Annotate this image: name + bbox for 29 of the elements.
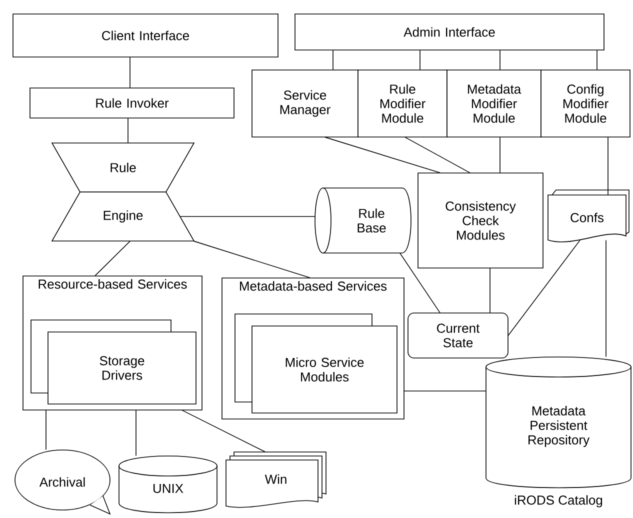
node-label: iRODS Catalog xyxy=(514,495,602,508)
connector-line xyxy=(400,252,440,314)
connector-line xyxy=(180,216,316,217)
connector-line xyxy=(182,410,266,452)
connector-line xyxy=(194,240,310,278)
interface-box: Client Interface xyxy=(12,14,278,58)
database-cylinder: UNIX xyxy=(118,456,218,514)
module-box: Metadata Modifier Module xyxy=(446,70,542,138)
connector-line xyxy=(404,136,470,174)
callout-bubble: Archival xyxy=(14,450,111,515)
connector-line xyxy=(324,136,440,174)
connector-line xyxy=(404,390,486,392)
node-label: Confs xyxy=(570,212,604,222)
module-box: Service Manager xyxy=(252,70,358,138)
interface-box: Admin Interface xyxy=(294,14,604,50)
document-stack: Win xyxy=(226,452,326,508)
connector-line xyxy=(94,240,130,276)
state-box: Current State xyxy=(408,312,508,358)
module-box: Config Modifier Module xyxy=(540,70,630,138)
connector-line xyxy=(508,240,580,336)
module-box: Rule Modifier Module xyxy=(358,70,448,138)
database-cylinder: Metadata Persistent Repository xyxy=(486,356,632,488)
database-cylinder: Rule Base xyxy=(314,188,412,254)
stacked-boxes: Storage Drivers xyxy=(30,320,196,404)
invoker-box: Rule Invoker xyxy=(30,88,234,118)
stacked-boxes: Micro Service Modules xyxy=(234,314,398,414)
connector-line xyxy=(596,50,598,70)
module-box: Consistency Check Modules xyxy=(418,172,544,268)
connector-line xyxy=(332,50,334,70)
